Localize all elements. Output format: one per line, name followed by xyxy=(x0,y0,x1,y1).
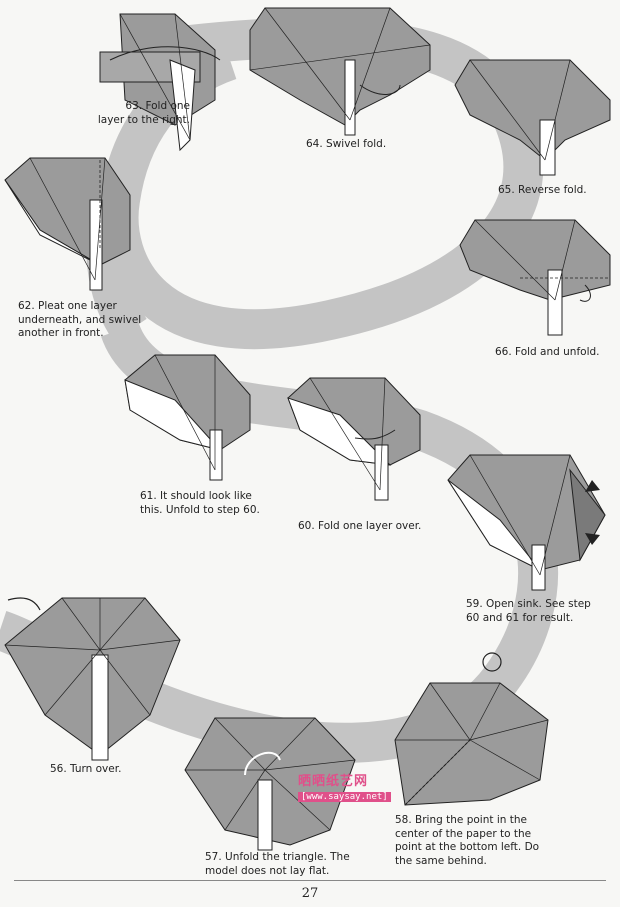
step-66-figure xyxy=(459,219,611,336)
step-62-figure xyxy=(4,157,131,291)
step-58-figure xyxy=(394,682,549,806)
caption-step-64: 64. Swivel fold. xyxy=(306,138,387,150)
flow-band xyxy=(98,17,544,350)
step-63-figure xyxy=(99,13,221,152)
rotate-icon xyxy=(482,652,502,672)
caption-step-60: 60. Fold one layer over. xyxy=(298,520,422,532)
caption-step-56: 56. Turn over. xyxy=(50,763,122,775)
step-65-figure xyxy=(454,59,611,176)
caption-step-63: 63. Fold one layer to the right. xyxy=(97,100,190,126)
step-56-figure xyxy=(4,597,181,761)
watermark-logo: 晒晒纸艺网 xyxy=(298,774,369,789)
watermark-url: [www.saysay.net] xyxy=(298,792,391,802)
step-60-figure xyxy=(287,377,421,501)
caption-step-62: 62. Pleat one layer underneath, and swiv… xyxy=(18,300,142,339)
step-57-figure xyxy=(184,717,356,851)
caption-step-57: 57. Unfold the triangle. The model does … xyxy=(205,851,350,877)
caption-step-65: 65. Reverse fold. xyxy=(498,184,587,196)
caption-step-58: 58. Bring the point in the center of the… xyxy=(395,814,540,867)
caption-step-59: 59. Open sink. See step 60 and 61 for re… xyxy=(466,598,591,624)
step-59-figure xyxy=(447,454,606,591)
step-64-figure xyxy=(249,7,431,136)
caption-step-66: 66. Fold and unfold. xyxy=(495,346,600,358)
step-61-figure xyxy=(124,354,251,481)
caption-step-61: 61. It should look like this. Unfold to … xyxy=(140,490,260,516)
page-number: 27 xyxy=(301,886,319,901)
footer-rule xyxy=(14,880,606,881)
